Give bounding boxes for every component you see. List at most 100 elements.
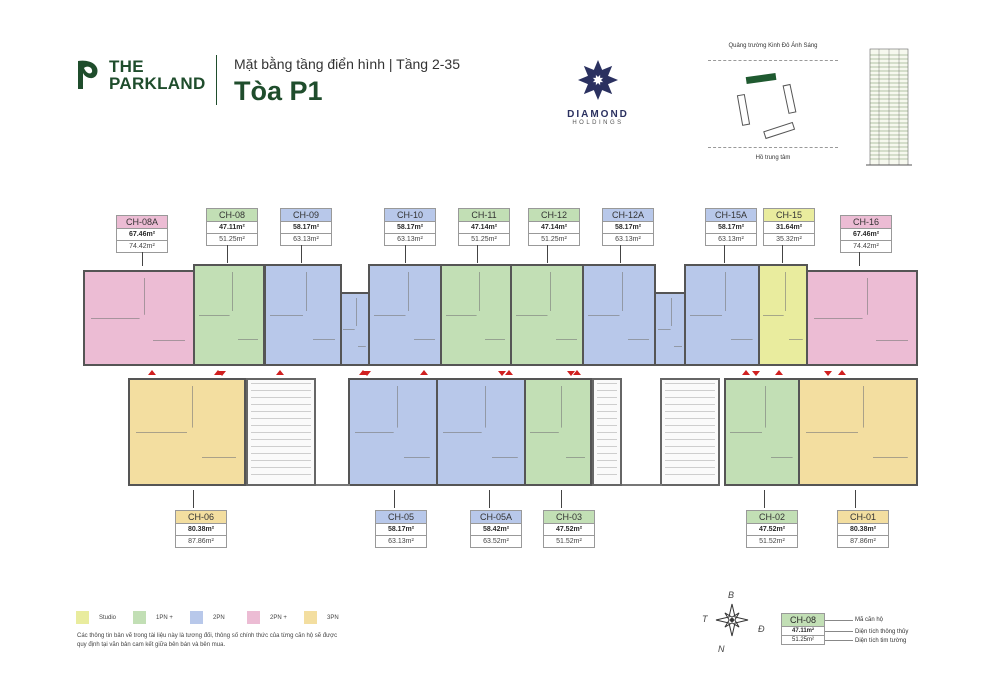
legend-swatch (190, 611, 203, 624)
gross-area: 63.13m² (705, 234, 757, 246)
unit-label-ch-06[interactable]: CH-06 80.38m² 87.86m² (175, 510, 227, 548)
net-area: 47.52m² (543, 524, 595, 536)
key-connector (825, 640, 853, 641)
entry-door-marker (824, 371, 832, 376)
net-area: 58.17m² (384, 222, 436, 234)
legend-swatch (304, 611, 317, 624)
entry-door-marker (420, 370, 428, 375)
entry-door-marker (752, 371, 760, 376)
legend-swatch (76, 611, 89, 624)
compass-north: B (728, 590, 735, 600)
unit-label-ch-12a[interactable]: CH-12A 58.17m² 63.13m² (602, 208, 654, 246)
compass-west: T (702, 614, 708, 624)
gross-area: 51.52m² (543, 536, 595, 548)
unit-ch-16[interactable] (806, 270, 918, 366)
wall-line (316, 484, 350, 486)
legend-item-1pn-plus: 1PN + (133, 611, 190, 624)
key-connector (825, 631, 853, 632)
compass-east: Đ (758, 624, 765, 634)
entry-door-marker (148, 370, 156, 375)
unit-ch-08[interactable] (193, 264, 265, 366)
unit-code: CH-08 (206, 208, 258, 222)
key-unit-code: CH-08 (781, 613, 825, 627)
unit-ch-05a[interactable] (436, 378, 526, 486)
unit-label-ch-10[interactable]: CH-10 58.17m² 63.13m² (384, 208, 436, 246)
net-area: 58.42m² (470, 524, 522, 536)
site-bottom-dash (708, 147, 838, 148)
unit-label-ch-15a[interactable]: CH-15A 58.17m² 63.13m² (705, 208, 757, 246)
unit-label-ch-09[interactable]: CH-09 58.17m² 63.13m² (280, 208, 332, 246)
unit-code: CH-06 (175, 510, 227, 524)
unit-label-ch-02[interactable]: CH-02 47.52m² 51.52m² (746, 510, 798, 548)
unit-label-ch-11[interactable]: CH-11 47.14m² 51.25m² (458, 208, 510, 246)
gross-area: 63.13m² (375, 536, 427, 548)
label-pointer (301, 245, 302, 263)
compass-star-icon (715, 603, 749, 637)
unit-label-ch-12[interactable]: CH-12 47.14m² 51.25m² (528, 208, 580, 246)
entry-door-marker (505, 370, 513, 375)
net-area: 67.46m² (840, 229, 892, 241)
legend-item-studio: Studio (76, 611, 133, 624)
entry-door-marker (838, 370, 846, 375)
unit-label-ch-16[interactable]: CH-16 67.46m² 74.42m² (840, 215, 892, 253)
gross-area: 63.13m² (384, 234, 436, 246)
page-title: Tòa P1 (234, 76, 323, 106)
legend-label: 2PN + (270, 614, 287, 621)
net-area: 47.14m² (528, 222, 580, 234)
label-pointer (855, 490, 856, 508)
partner-sub: HOLDINGS (572, 120, 624, 126)
unit-ch-12[interactable] (510, 264, 584, 366)
unit-label-ch-05[interactable]: CH-05 58.17m² 63.13m² (375, 510, 427, 548)
label-pointer (405, 245, 406, 263)
legend-label: 2PN (213, 614, 225, 621)
net-area: 58.17m² (705, 222, 757, 234)
label-pointer (764, 490, 765, 508)
unit-code: CH-10 (384, 208, 436, 222)
unit-label-ch-08[interactable]: CH-08 47.11m² 51.25m² (206, 208, 258, 246)
gross-area: 51.25m² (206, 234, 258, 246)
unit-label-ch-05a[interactable]: CH-05A 58.42m² 63.52m² (470, 510, 522, 548)
gross-area: 87.86m² (837, 536, 889, 548)
entry-door-marker (363, 371, 371, 376)
unit-label-ch-01[interactable]: CH-01 80.38m² 87.86m² (837, 510, 889, 548)
parkland-leaf-icon (78, 60, 98, 89)
unit-ch-09[interactable] (264, 264, 342, 366)
net-area: 47.14m² (458, 222, 510, 234)
unit-label-ch-15[interactable]: CH-15 31.64m² 35.32m² (763, 208, 815, 246)
brand-logo-block: THE PARKLAND (75, 58, 206, 92)
unit-ch-11[interactable] (440, 264, 512, 366)
net-area: 67.46m² (116, 229, 168, 241)
unit-ch-01[interactable] (798, 378, 918, 486)
brand-line-2: PARKLAND (109, 74, 206, 93)
unit-ch-06[interactable] (128, 378, 246, 486)
unit-label-ch-08a[interactable]: CH-08A 67.46m² 74.42m² (116, 215, 168, 253)
site-top-label: Quảng trường Kinh Đô Ánh Sáng (728, 43, 818, 49)
legend-swatch (247, 611, 260, 624)
unit-ch-03[interactable] (524, 378, 592, 486)
unit-ch-10[interactable] (368, 264, 442, 366)
entry-door-marker (567, 371, 575, 376)
unit-ch-12a[interactable] (582, 264, 656, 366)
unit-ch-15[interactable] (758, 264, 808, 366)
unit-label-ch-03[interactable]: CH-03 47.52m² 51.52m² (543, 510, 595, 548)
key-gross-desc: Diện tích tim tường (855, 637, 907, 644)
unit-ch-08a[interactable] (83, 270, 195, 366)
entry-door-marker (742, 370, 750, 375)
net-area: 58.17m² (280, 222, 332, 234)
unit-ch-02[interactable] (724, 378, 800, 486)
unit-code: CH-05 (375, 510, 427, 524)
unit-code: CH-09 (280, 208, 332, 222)
unit-code: CH-08A (116, 215, 168, 229)
unit-ch-05[interactable] (348, 378, 438, 486)
unit-ch-15a[interactable] (684, 264, 760, 366)
label-pointer (620, 245, 621, 263)
label-pointer (489, 490, 490, 508)
label-pointer (477, 245, 478, 263)
entry-door-marker (775, 370, 783, 375)
compass-south: N (718, 644, 725, 654)
label-pointer (561, 490, 562, 508)
entry-door-marker (573, 370, 581, 375)
entry-door-marker (218, 371, 226, 376)
legend-label: 1PN + (156, 614, 173, 621)
